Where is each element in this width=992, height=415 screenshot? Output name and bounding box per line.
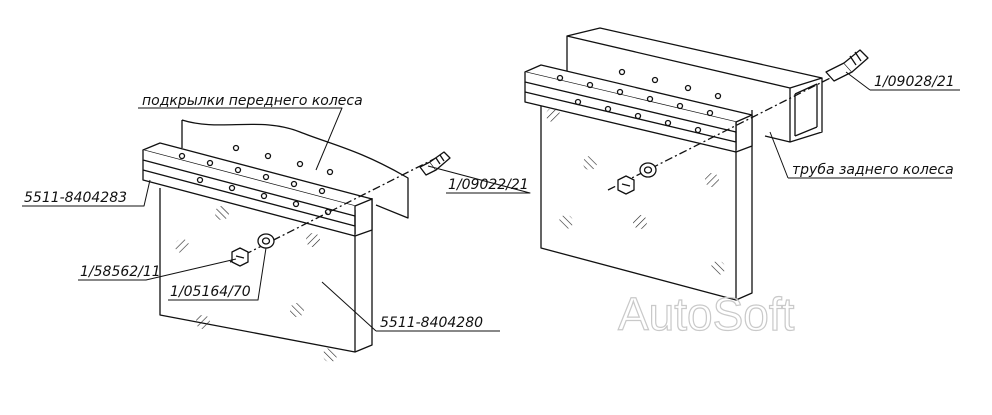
label-washer-left: 1/05164/70 [170, 284, 251, 300]
left-bracket-holes [178, 144, 334, 216]
left-bolt [419, 151, 451, 176]
right-hatch-spots [546, 108, 725, 275]
label-mudflap-left: 5511-8404280 [380, 315, 483, 331]
left-nut [231, 247, 249, 267]
left-bracket [142, 142, 373, 237]
watermark: AutoSoft [618, 288, 795, 340]
leader-lines [22, 71, 960, 332]
right-bolt [825, 49, 869, 82]
label-bolt-left: 1/09022/21 [448, 177, 529, 193]
rear-wheel-tube [566, 27, 823, 143]
labels: подкрылки переднего колеса 5511-8404283 … [24, 74, 955, 331]
label-bolt-right: 1/09028/21 [874, 74, 955, 90]
right-mudflap-panel [540, 100, 753, 301]
left-assembly [142, 119, 451, 362]
right-assembly [524, 27, 869, 301]
label-front-fender-liner: подкрылки переднего колеса [142, 93, 363, 109]
front-fender-liner [181, 119, 409, 219]
left-washer [257, 233, 275, 249]
label-rear-wheel-tube: труба заднего колеса [792, 162, 954, 178]
left-mudflap-panel [159, 188, 373, 353]
right-bracket-holes [556, 68, 722, 134]
right-nut [617, 175, 635, 195]
label-nut-left: 1/58562/11 [80, 264, 161, 280]
label-bracket-left: 5511-8404283 [24, 190, 127, 206]
right-washer [639, 162, 657, 178]
left-hatch-spots [175, 206, 337, 362]
right-bracket [524, 64, 753, 153]
